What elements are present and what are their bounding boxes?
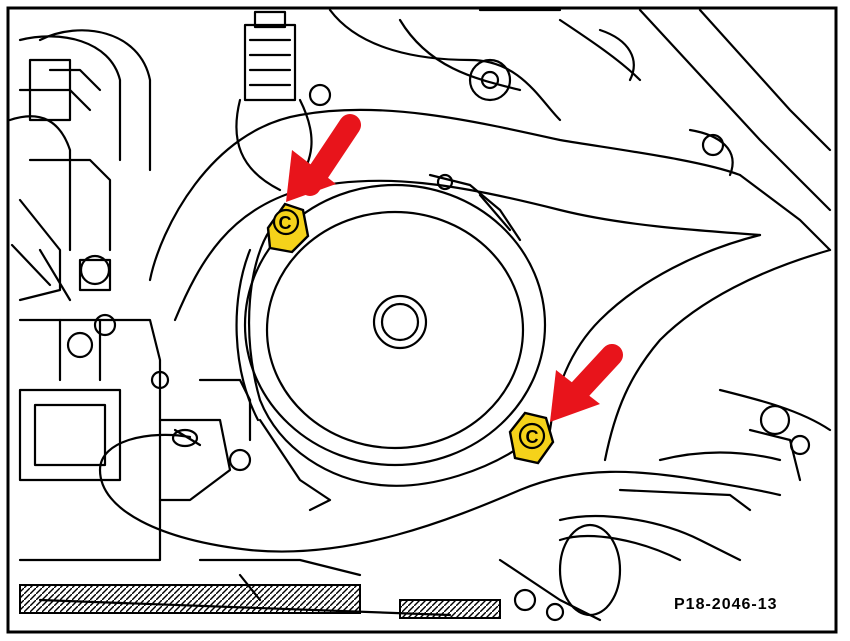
- fastener-top: [266, 202, 310, 254]
- arrow-callout-top: [286, 114, 361, 202]
- mounting-bracket: [428, 173, 522, 242]
- harness-sleeve-right: [399, 599, 501, 619]
- injection-pump: [18, 254, 252, 562]
- upper-hoses: [328, 8, 832, 212]
- injector-lines: [8, 29, 152, 302]
- harness-sleeve: [19, 584, 361, 614]
- fastener-top-label: C: [279, 213, 292, 233]
- lower-right-components: [498, 388, 832, 622]
- fastener-bottom: [508, 411, 555, 465]
- figure-border: [6, 6, 838, 634]
- sensor-wire: [98, 428, 782, 553]
- figure-reference-code: P18-2046-13: [672, 596, 780, 614]
- fastener-bottom-label: C: [526, 427, 539, 447]
- arrow-callout-bottom: [550, 344, 623, 422]
